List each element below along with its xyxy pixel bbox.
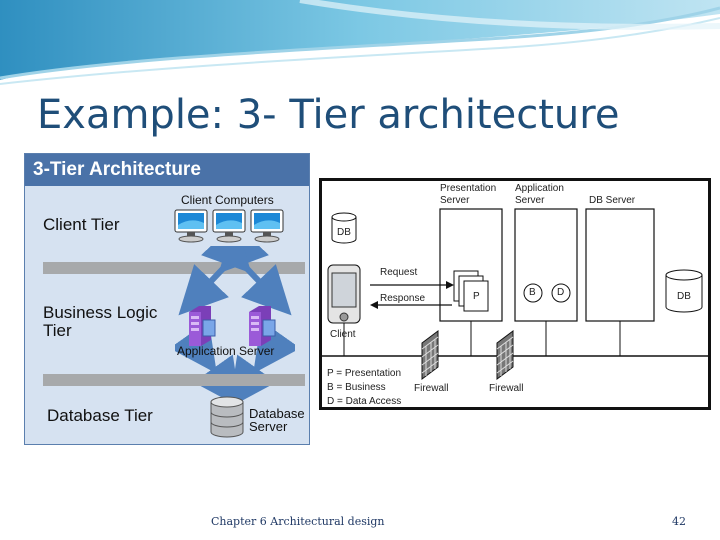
firewall-1-label: Firewall [414, 383, 449, 394]
client-label: Client [330, 329, 356, 340]
legend-presentation: P = Presentation [327, 368, 402, 379]
application-server-label: Application Server [177, 344, 275, 358]
business-b-node: B [529, 287, 536, 298]
header-wave-decoration [0, 0, 720, 85]
panel-header: 3-Tier Architecture [25, 154, 309, 186]
panel-header-text: 3-Tier Architecture [33, 159, 201, 180]
response-label: Response [380, 293, 426, 304]
tier-divider-band-bottom [43, 374, 305, 386]
client-computers-icon [174, 209, 284, 243]
business-tier-line1: Business Logic [43, 303, 158, 322]
db-server-label: DB Server [589, 195, 636, 206]
client-computers-label: Client Computers [181, 193, 274, 207]
database-server-label: Database Server [249, 407, 305, 433]
data-access-d-node: D [557, 287, 565, 298]
application-server-line1: Application [515, 183, 564, 194]
business-logic-tier-label: Business Logic Tier [43, 304, 157, 340]
client-tier-label: Client Tier [43, 215, 120, 234]
business-tier-line2: Tier [43, 321, 72, 340]
application-server-line2: Server [515, 195, 545, 206]
footer-chapter: Chapter 6 Architectural design [211, 515, 385, 528]
database-server-line1: Database [249, 406, 305, 421]
server-db-label: DB [677, 291, 691, 302]
presentation-p-label: P [473, 291, 480, 302]
presentation-server-line1: Presentation [440, 183, 497, 194]
request-label: Request [380, 267, 418, 278]
three-tier-panel: 3-Tier Architecture Client Tier Client C… [24, 153, 310, 445]
client-db-label: DB [337, 227, 351, 238]
legend-data-access: D = Data Access [327, 396, 402, 407]
presentation-server-label: Presentation Server [440, 183, 496, 207]
firewall-2-label: Firewall [489, 383, 524, 394]
application-server-icon [175, 246, 295, 406]
presentation-server-line2: Server [440, 195, 470, 206]
slide-title: Example: 3- Tier architecture [37, 92, 620, 138]
database-tier-label: Database Tier [47, 406, 153, 425]
footer-page-number: 42 [672, 515, 686, 528]
diagram-lines [322, 208, 708, 380]
legend-business: B = Business [327, 382, 386, 393]
application-server-label-right: Application Server [515, 183, 564, 207]
database-server-icon [210, 396, 244, 438]
database-server-line2: Server [249, 419, 288, 434]
three-tier-network-diagram: Presentation Server Application Server D… [319, 178, 711, 410]
